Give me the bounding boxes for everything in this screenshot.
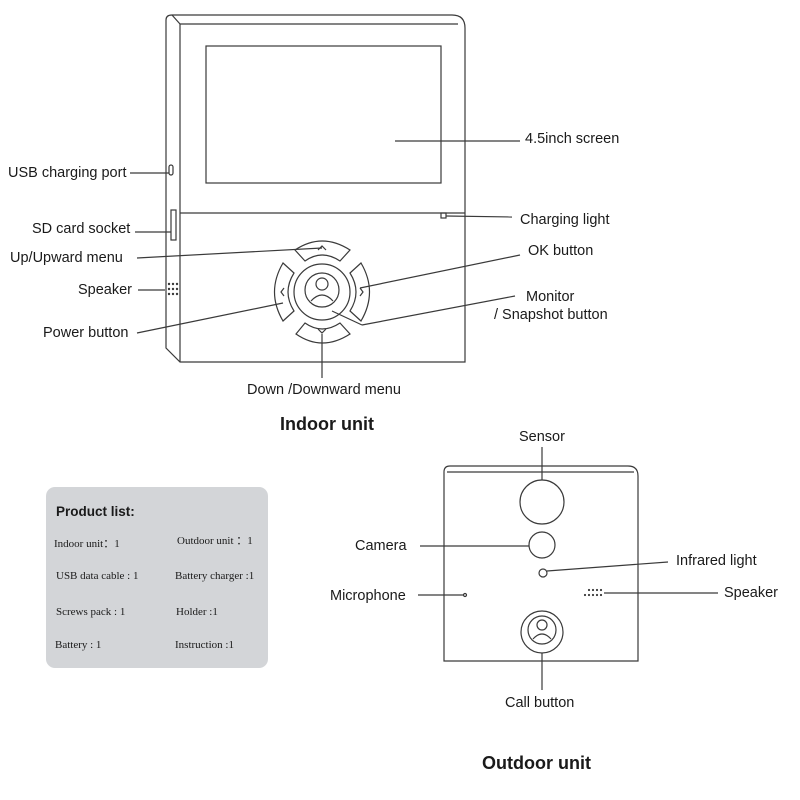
indoor-dpad bbox=[274, 240, 370, 344]
product-list-item: Battery : 1 bbox=[55, 639, 102, 651]
label-monitor: Monitor bbox=[526, 289, 575, 305]
product-list-item: Outdoor unit ：1 bbox=[177, 535, 253, 547]
outdoor-speaker-grille bbox=[583, 588, 603, 597]
label-screen: 4.5inch screen bbox=[525, 131, 620, 147]
label-power-button: Power button bbox=[43, 325, 129, 341]
outdoor-camera-shape bbox=[528, 531, 556, 559]
usb-port-shape bbox=[168, 164, 174, 176]
outdoor-mic-shape bbox=[462, 592, 468, 598]
label-sd-card-socket: SD card socket bbox=[32, 221, 131, 237]
sd-slot-shape bbox=[170, 209, 177, 241]
indoor-screen bbox=[205, 45, 442, 184]
product-list-item: Battery charger :1 bbox=[175, 570, 255, 582]
label-up-menu: Up/Upward menu bbox=[10, 250, 123, 266]
indoor-unit-title: Indoor unit bbox=[280, 414, 374, 434]
label-indoor-speaker: Speaker bbox=[78, 282, 133, 298]
product-list-item: Indoor unit：1 bbox=[54, 538, 120, 550]
label-ok-button: OK button bbox=[528, 243, 594, 259]
indoor-speaker-grille bbox=[167, 282, 179, 296]
product-list-title: Product list: bbox=[56, 504, 135, 519]
product-list-item: Screws pack : 1 bbox=[56, 606, 126, 618]
label-infrared-light: Infrared light bbox=[676, 553, 757, 569]
label-down-menu: Down /Downward menu bbox=[247, 382, 401, 398]
label-camera: Camera bbox=[355, 538, 407, 554]
outdoor-call-button-shape bbox=[520, 610, 564, 654]
indoor-leader-lines bbox=[130, 140, 521, 378]
outdoor-unit-body bbox=[443, 465, 639, 662]
outdoor-sensor-shape bbox=[519, 479, 565, 525]
outdoor-ir-shape bbox=[538, 568, 548, 578]
label-sensor: Sensor bbox=[519, 429, 565, 445]
indoor-unit-body bbox=[165, 14, 466, 363]
product-list-panel: Product list: Indoor unit：1 Outdoor unit… bbox=[46, 487, 268, 668]
product-list-item: Instruction :1 bbox=[175, 639, 234, 651]
label-microphone: Microphone bbox=[330, 588, 406, 604]
product-list-item: Holder :1 bbox=[176, 606, 218, 618]
label-outdoor-speaker: Speaker bbox=[724, 585, 779, 601]
label-snapshot-button: / Snapshot button bbox=[494, 307, 608, 323]
product-list-item: USB data cable : 1 bbox=[56, 570, 139, 582]
charging-light-led bbox=[440, 212, 447, 219]
label-usb-charging-port: USB charging port bbox=[8, 165, 127, 181]
outdoor-unit-title: Outdoor unit bbox=[482, 753, 591, 773]
label-charging-light: Charging light bbox=[520, 212, 610, 228]
label-call-button: Call button bbox=[505, 695, 575, 711]
outdoor-leader-lines bbox=[418, 447, 718, 690]
